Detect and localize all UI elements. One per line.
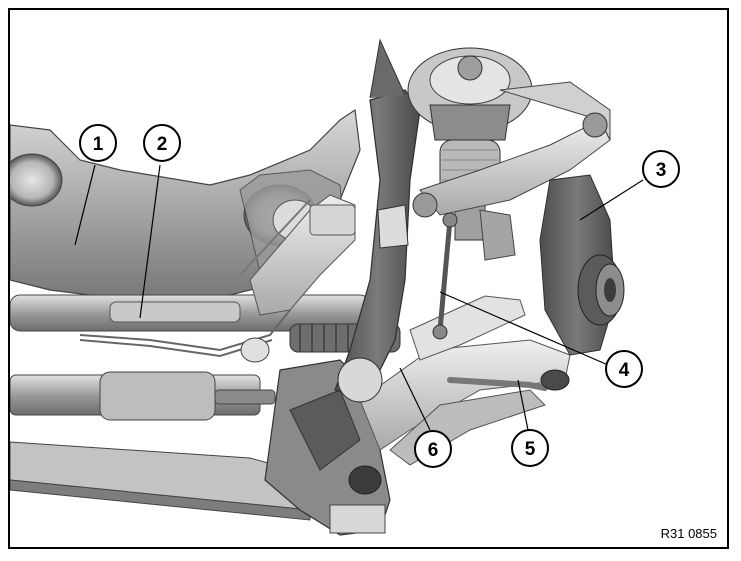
diagram-frame: 1 2 3 4 5 6 R31 0855	[8, 8, 729, 549]
callout-1: 1	[79, 124, 117, 162]
front-axle-illustration: 1 2 3 4 5 6	[10, 38, 680, 536]
leader-line-2	[139, 164, 161, 319]
callout-6-label: 6	[428, 440, 439, 461]
callout-4-label: 4	[619, 360, 630, 381]
leader-lines	[74, 164, 644, 431]
upper-wishbone	[412, 81, 611, 218]
leader-line-4	[439, 291, 609, 366]
leader-line-1	[74, 164, 96, 246]
lower-shaft	[10, 371, 276, 421]
tie-rod	[447, 369, 570, 391]
cross-member-bracket	[264, 359, 391, 536]
leader-line-3	[579, 179, 644, 221]
callout-2: 2	[143, 124, 181, 162]
swivel-bearing	[539, 174, 625, 356]
control-arm	[334, 38, 421, 403]
callout-2-label: 2	[157, 134, 168, 155]
figure-reference-code: R31 0855	[660, 526, 717, 541]
leader-line-5	[517, 379, 529, 431]
steering-gear	[10, 294, 401, 363]
stabilizer-link	[432, 209, 516, 340]
callout-3: 3	[642, 150, 680, 188]
steering-valve-unit	[239, 194, 356, 316]
lower-rail	[10, 441, 341, 521]
callouts: 1 2 3 4 5 6	[79, 124, 680, 468]
callout-5: 5	[511, 429, 549, 467]
leader-line-6	[399, 367, 431, 431]
callout-1-label: 1	[93, 134, 104, 155]
callout-4: 4	[605, 350, 643, 388]
callout-5-label: 5	[525, 439, 536, 460]
callout-6: 6	[414, 430, 452, 468]
callout-3-label: 3	[656, 160, 667, 181]
